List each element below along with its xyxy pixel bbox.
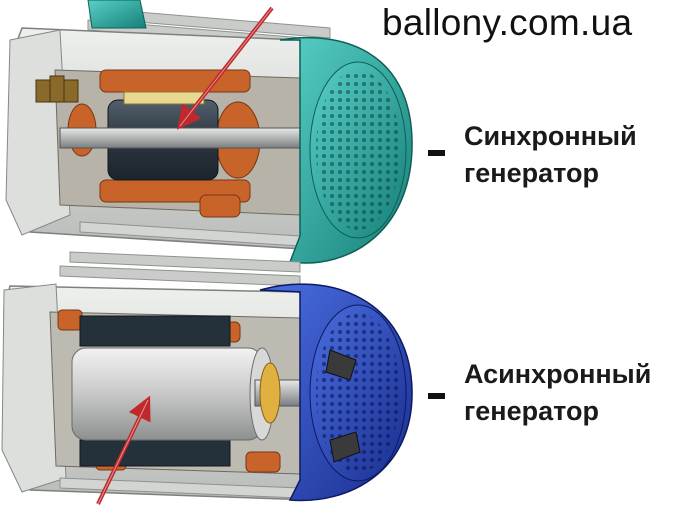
label-synchronous-line2: генератор: [464, 158, 599, 188]
label-asynchronous-line1: Асинхронный: [464, 359, 652, 389]
label-synchronous-generator: Синхронный генератор: [464, 118, 637, 192]
label-asynchronous-generator: Асинхронный генератор: [464, 356, 651, 430]
synchronous-generator-image: [5, 0, 413, 264]
label-dash-asynchronous: [428, 393, 445, 399]
label-synchronous-line1: Синхронный: [464, 121, 637, 151]
asynchronous-generator-image: [1, 251, 413, 505]
label-asynchronous-line2: генератор: [464, 396, 599, 426]
watermark-text: ballony.com.ua: [382, 2, 633, 43]
label-dash-synchronous: [428, 150, 445, 156]
